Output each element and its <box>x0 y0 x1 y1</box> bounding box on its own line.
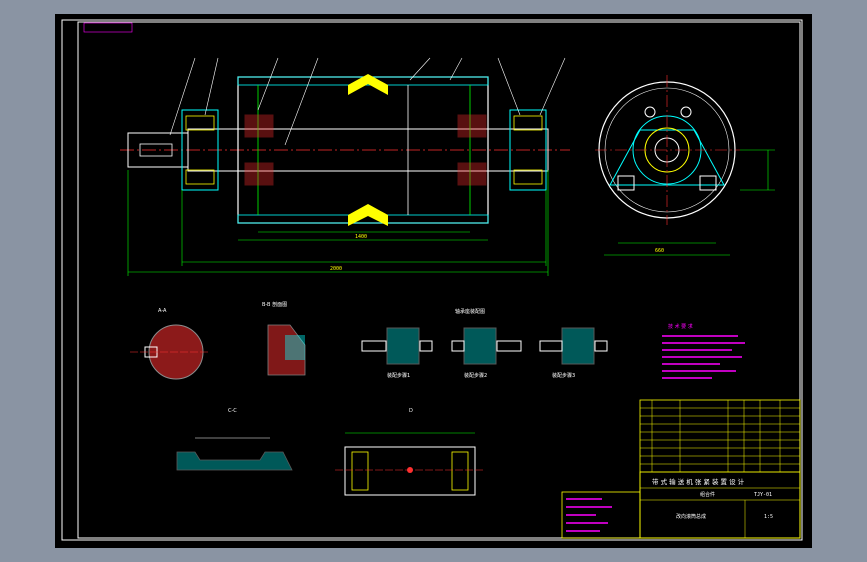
step-3-right <box>594 340 608 352</box>
step-1-label: 装配步骤1 <box>387 372 410 379</box>
lower-mid-outline <box>344 446 476 496</box>
step-3-left <box>539 340 563 352</box>
bearing-left-top <box>185 115 215 131</box>
drawing-sheet <box>55 14 812 548</box>
lower-left-view: C-C <box>176 408 293 471</box>
tech-req-lines <box>662 335 745 379</box>
sheet-outer-border <box>61 19 803 541</box>
section-b-hatch <box>285 335 305 360</box>
section-b-label: B-B 剖面图 <box>262 301 287 308</box>
leader-lines <box>169 57 566 146</box>
dim-side: 660 <box>655 248 664 254</box>
herringbone-top <box>348 74 388 95</box>
dim-overall: 2000 <box>330 266 342 272</box>
step-2-block <box>463 327 497 365</box>
foot-left <box>617 175 635 191</box>
pulley-side-view: 660 <box>595 75 775 256</box>
tech-requirements: 技 术 要 求 <box>662 323 745 379</box>
step-2-label: 装配步骤2 <box>464 372 487 379</box>
lower-left-profile <box>176 451 293 471</box>
section-a-label: A-A <box>158 308 167 314</box>
step-1-block <box>386 327 420 365</box>
step-2-right <box>496 340 522 352</box>
title-block: 带 式 输 送 机 张 紧 装 置 设 计 组合件 TJY-01 改向滚筒总成 … <box>561 399 801 539</box>
assembly-note: 轴承座装配图 <box>455 308 485 315</box>
side-dimension-lines <box>604 149 775 256</box>
hub-right-top <box>457 114 487 138</box>
dim-drum: 1400 <box>355 234 367 240</box>
bearing-housing-left <box>181 109 219 191</box>
scale-text: 1:5 <box>764 514 773 520</box>
tech-req-title: 技 术 要 求 <box>668 323 693 330</box>
keyway <box>139 143 173 157</box>
title-main-frame <box>639 471 801 539</box>
bearing-left-bottom <box>185 169 215 185</box>
parts-list-grid <box>640 400 800 473</box>
hub-right-bottom <box>457 162 487 186</box>
hub-left-top <box>244 114 274 138</box>
step-3-label: 装配步骤3 <box>552 372 575 379</box>
bearing-right-top <box>513 115 543 131</box>
bearing-housing-right <box>509 109 547 191</box>
shaft-body <box>187 128 549 172</box>
step-1-right <box>419 340 433 352</box>
section-b-profile <box>267 324 306 376</box>
step-3-block <box>561 327 595 365</box>
hub-left-bottom <box>244 162 274 186</box>
bearing-right-bottom <box>513 169 543 185</box>
lower-mid-view: D <box>335 408 485 496</box>
material-text: 组合件 <box>700 491 715 498</box>
drawing-code-box <box>83 22 133 33</box>
assembly-steps: 轴承座装配图 装配步骤1 装配步骤2 装配步骤3 <box>361 308 608 379</box>
herringbone-bottom <box>348 204 388 226</box>
sheet-inner-border <box>77 21 801 539</box>
step-2-left <box>451 340 465 352</box>
bolt-circle-2 <box>680 106 692 118</box>
section-b: B-B 剖面图 <box>262 301 306 376</box>
pulley-main-view: 2000 1400 <box>120 57 570 276</box>
part-name-text: 改向滚筒总成 <box>676 513 706 520</box>
lower-left-label: C-C <box>228 408 237 414</box>
drawing-number: TJY-01 <box>754 492 772 498</box>
section-a: A-A <box>130 308 210 380</box>
bolt-circle-1 <box>644 106 656 118</box>
lower-mid-left-block <box>351 451 369 491</box>
title-main-text: 带 式 输 送 机 张 紧 装 置 设 计 <box>652 477 745 486</box>
dimension-lines-main <box>127 170 549 276</box>
lower-mid-right-block <box>451 451 469 491</box>
foot-right <box>699 175 717 191</box>
revision-text-lines <box>566 498 612 532</box>
lower-mid-label: D <box>409 408 413 414</box>
step-1-left <box>361 340 387 352</box>
